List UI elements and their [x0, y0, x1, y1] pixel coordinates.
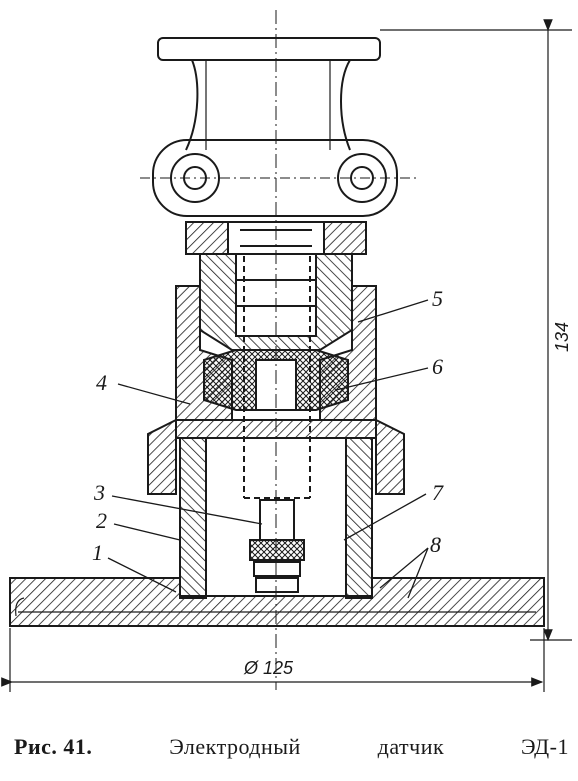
diameter-dimension-text: Ø 125	[243, 658, 294, 678]
caption-word-1: Электродный	[169, 734, 301, 759]
label-8: 8	[430, 532, 441, 557]
label-1: 1	[92, 540, 103, 565]
height-dimension	[380, 19, 572, 642]
figure-number: Рис. 41.	[14, 734, 93, 759]
figure-caption: Рис. 41. Электродный датчик ЭД-1	[14, 734, 569, 768]
leader-lines	[107, 299, 429, 599]
label-4: 4	[96, 370, 107, 395]
label-5: 5	[432, 286, 443, 311]
label-3: 3	[93, 480, 105, 505]
sensor-technical-drawing: 5 6 4 3 2 7 1 8 134 Ø 125	[1, 10, 572, 692]
guide-tube-2	[179, 437, 373, 599]
base-plate-1	[9, 577, 545, 627]
terminal-clamp	[140, 139, 420, 217]
label-2: 2	[96, 508, 107, 533]
electrode-tip-3	[249, 499, 305, 593]
diameter-dimension	[1, 628, 545, 692]
height-dimension-text: 134	[552, 322, 572, 352]
terminal-cap	[157, 37, 381, 151]
label-7: 7	[432, 480, 444, 505]
caption-word-3: ЭД-1	[520, 734, 569, 759]
electrode-rod	[243, 256, 311, 499]
label-6: 6	[432, 354, 443, 379]
caption-word-2: датчик	[377, 734, 445, 759]
